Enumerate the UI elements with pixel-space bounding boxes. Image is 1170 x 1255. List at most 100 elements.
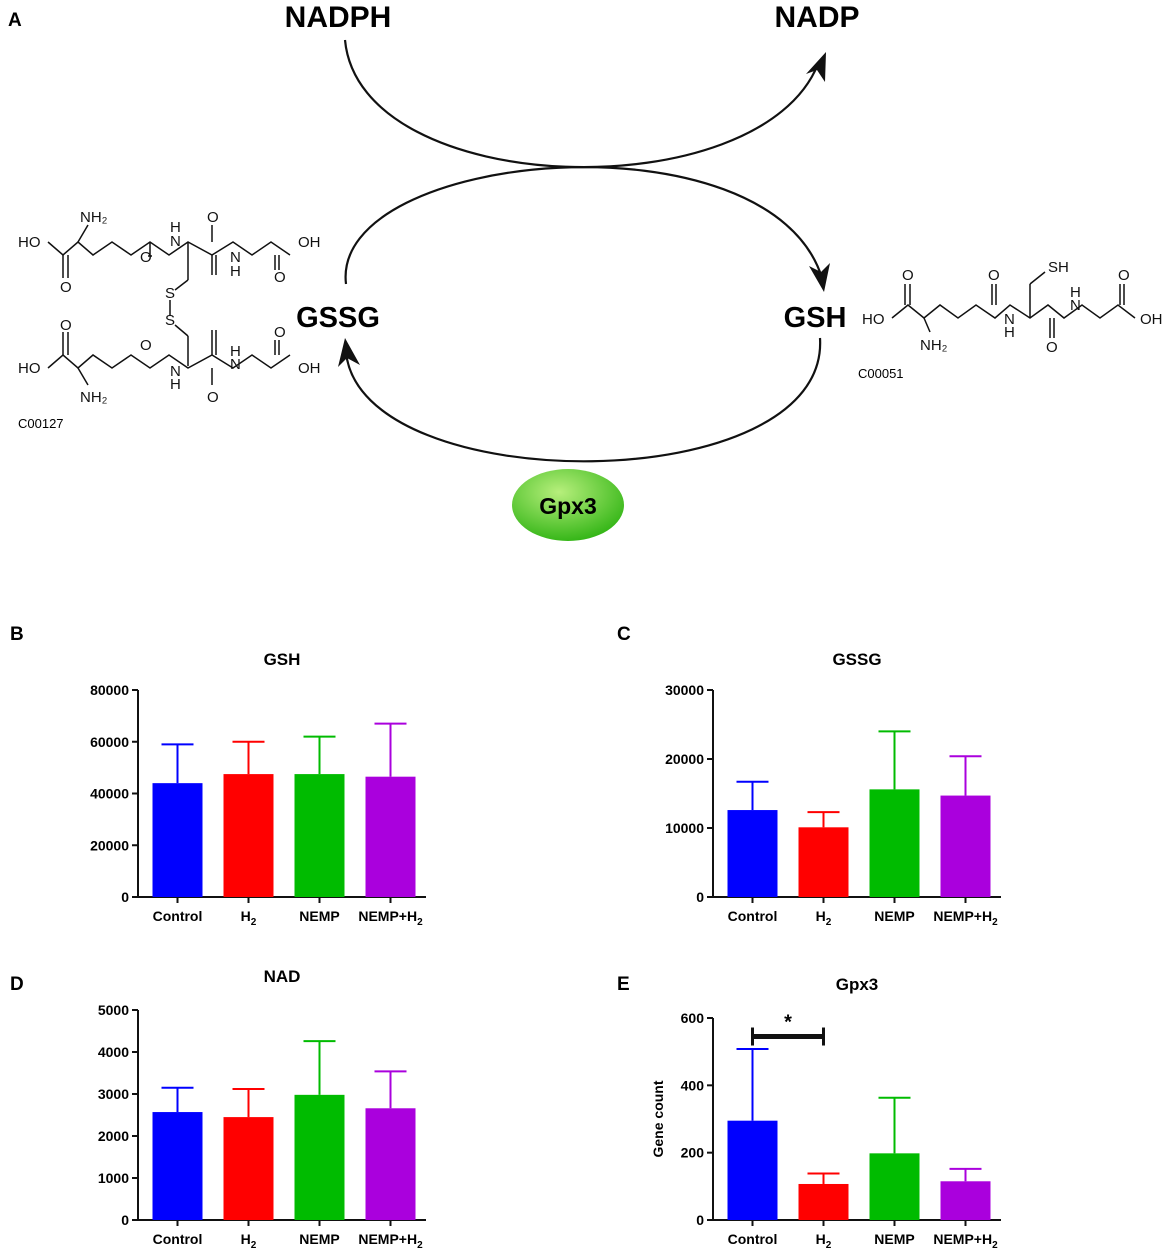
bar-h2 xyxy=(798,1183,849,1220)
svg-text:N: N xyxy=(1004,311,1015,328)
x-tick-label: H2 xyxy=(816,1231,832,1250)
significance-star: * xyxy=(784,1012,792,1034)
x-tick-label: H2 xyxy=(241,1231,257,1250)
svg-text:O: O xyxy=(60,279,72,296)
svg-text:O: O xyxy=(60,317,72,334)
svg-text:O: O xyxy=(274,324,286,341)
gsh-arrowhead xyxy=(809,263,830,292)
y-tick-label: 3000 xyxy=(98,1086,129,1102)
svg-text:O: O xyxy=(207,209,219,226)
gpx3-enzyme-label: Gpx3 xyxy=(539,493,597,519)
bar-control xyxy=(152,783,203,897)
bar-nemp xyxy=(869,789,920,897)
panel-letter: B xyxy=(10,624,24,645)
gssg-structure xyxy=(47,224,291,386)
svg-text:H: H xyxy=(170,219,181,236)
y-tick-label: 0 xyxy=(696,889,704,905)
svg-text:HO: HO xyxy=(18,360,41,377)
panel-letter: D xyxy=(10,974,24,995)
nadph-label: NADPH xyxy=(285,1,392,34)
bar-nemp xyxy=(869,1153,920,1220)
svg-text:O: O xyxy=(207,389,219,406)
y-tick-label: 1000 xyxy=(98,1170,129,1186)
panel-letter: C xyxy=(617,624,631,645)
y-tick-label: 600 xyxy=(681,1010,705,1026)
bar-control xyxy=(152,1112,203,1220)
svg-text:H: H xyxy=(230,263,241,280)
x-tick-label: NEMP+H2 xyxy=(358,908,423,928)
svg-text:OH: OH xyxy=(1140,311,1163,328)
y-tick-label: 60000 xyxy=(90,734,129,750)
y-tick-label: 0 xyxy=(696,1212,704,1228)
svg-text:S: S xyxy=(165,285,175,302)
x-tick-label: Control xyxy=(153,908,203,924)
y-tick-label: 400 xyxy=(681,1077,705,1093)
svg-text:N: N xyxy=(230,356,241,373)
gsh-to-gssg-arc xyxy=(344,337,822,463)
bar-h2 xyxy=(798,827,849,897)
svg-text:O: O xyxy=(140,249,152,266)
glutathione-cycle-diagram: A NADPH NADP GSSG GSH Gpx3 xyxy=(8,1,1163,541)
svg-text:N: N xyxy=(230,249,241,266)
svg-text:O: O xyxy=(902,267,914,284)
svg-text:HO: HO xyxy=(18,234,41,251)
nadp-label: NADP xyxy=(774,1,859,34)
bar-nemp xyxy=(294,1094,345,1220)
bar-nemp-plus-h2 xyxy=(365,1108,416,1220)
gsh-label: GSH xyxy=(784,302,847,334)
gssg-structure-atoms: HO O NH₂ O H N O N H O OH S S HO O NH₂ O… xyxy=(18,209,321,406)
panel-letter: E xyxy=(617,974,630,995)
x-tick-label: H2 xyxy=(816,908,832,928)
y-tick-label: 10000 xyxy=(665,820,704,836)
svg-text:N: N xyxy=(170,363,181,380)
x-tick-label: NEMP+H2 xyxy=(933,908,998,928)
x-tick-label: NEMP xyxy=(299,908,339,924)
panel-letter-a: A xyxy=(8,10,22,31)
nadp-arrowhead xyxy=(806,52,826,82)
svg-text:H: H xyxy=(230,343,241,360)
bar-nemp-plus-h2 xyxy=(940,795,991,897)
x-tick-label: NEMP+H2 xyxy=(933,1231,998,1250)
svg-text:S: S xyxy=(165,312,175,329)
svg-text:NH₂: NH₂ xyxy=(80,209,108,226)
gssg-label: GSSG xyxy=(296,302,380,334)
y-tick-label: 200 xyxy=(681,1145,705,1161)
svg-text:NH₂: NH₂ xyxy=(80,389,108,406)
gsh-structure-atoms: HO O NH₂ O N H SH O H N O OH xyxy=(862,259,1163,356)
svg-text:OH: OH xyxy=(298,234,321,251)
svg-text:O: O xyxy=(1118,267,1130,284)
bar-h2 xyxy=(223,774,274,897)
chart-title: NAD xyxy=(264,967,301,986)
y-tick-label: 40000 xyxy=(90,786,129,802)
bar-control xyxy=(727,810,778,897)
svg-text:N: N xyxy=(1070,297,1081,314)
x-tick-label: NEMP xyxy=(874,908,914,924)
y-tick-label: 80000 xyxy=(90,682,129,698)
x-tick-label: H2 xyxy=(241,908,257,928)
y-tick-label: 0 xyxy=(121,889,129,905)
bar-control xyxy=(727,1120,778,1220)
x-tick-label: Control xyxy=(728,908,778,924)
svg-text:N: N xyxy=(170,233,181,250)
svg-text:HO: HO xyxy=(862,311,885,328)
svg-text:OH: OH xyxy=(298,360,321,377)
chart-title: Gpx3 xyxy=(836,975,879,994)
chart-title: GSSG xyxy=(832,650,881,669)
x-tick-label: Control xyxy=(153,1231,203,1247)
x-tick-label: Control xyxy=(728,1231,778,1247)
y-tick-label: 0 xyxy=(121,1212,129,1228)
svg-text:H: H xyxy=(1004,324,1015,341)
svg-text:O: O xyxy=(1046,339,1058,356)
svg-text:O: O xyxy=(274,269,286,286)
x-tick-label: NEMP+H2 xyxy=(358,1231,423,1250)
svg-text:O: O xyxy=(988,267,1000,284)
y-tick-label: 2000 xyxy=(98,1128,129,1144)
svg-text:H: H xyxy=(1070,284,1081,301)
bar-nemp-plus-h2 xyxy=(940,1181,991,1220)
